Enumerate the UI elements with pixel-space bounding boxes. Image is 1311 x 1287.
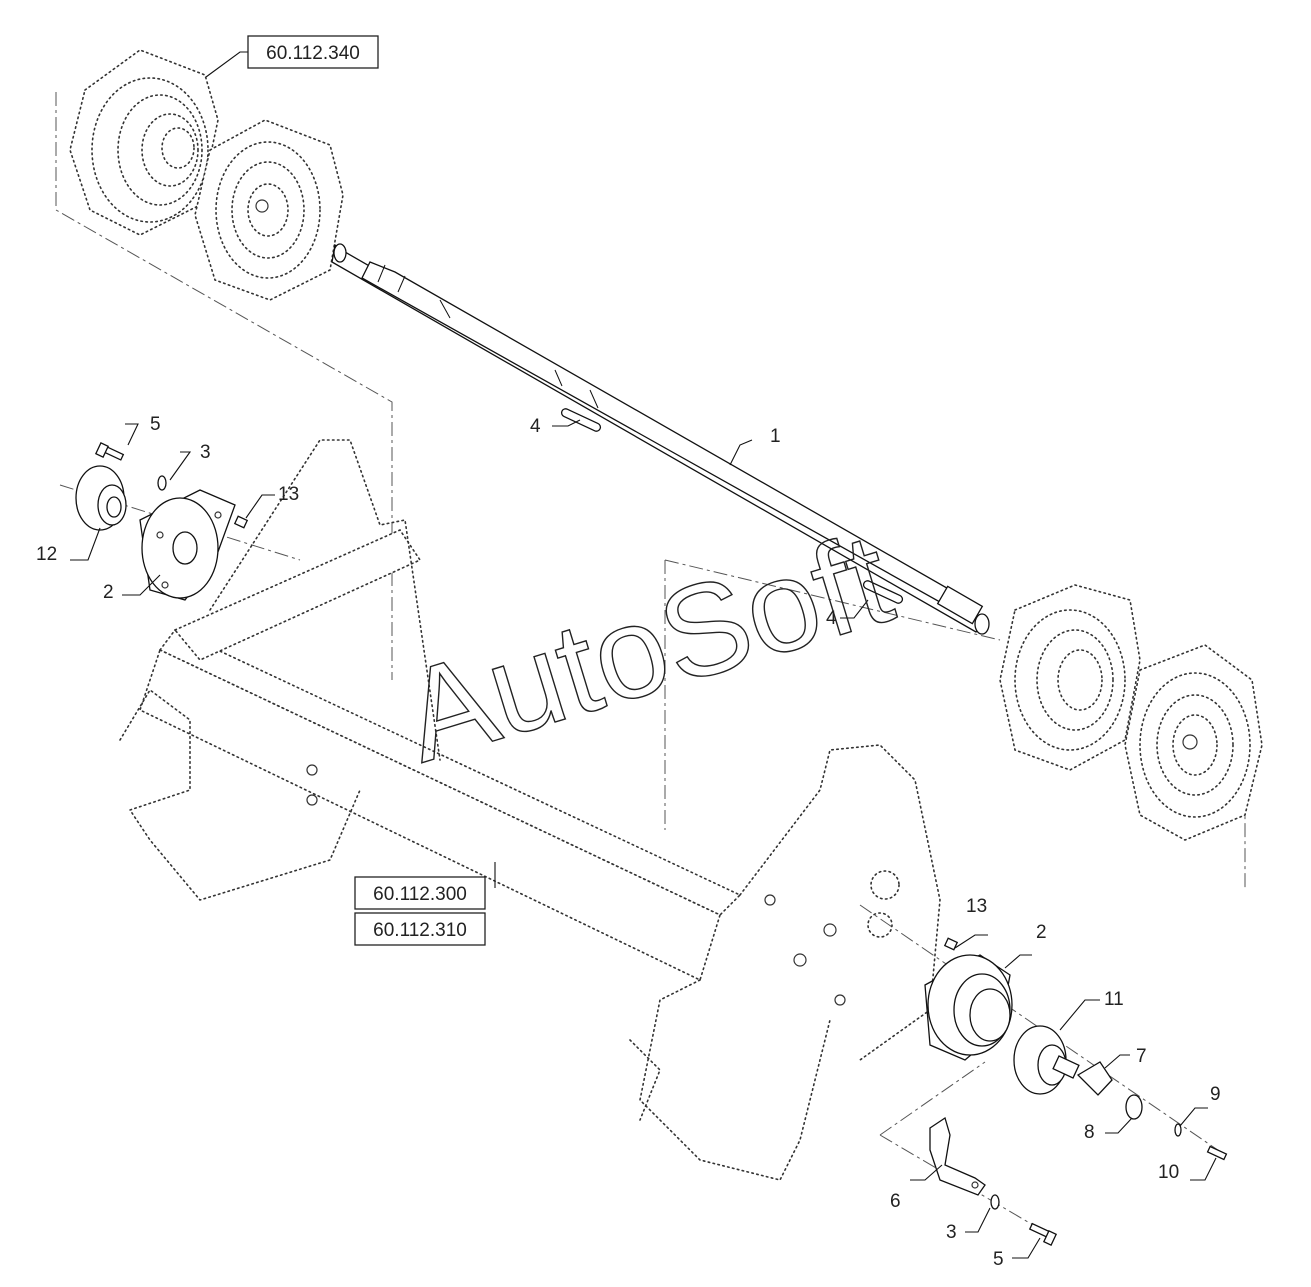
callout-bearing-left[interactable]: 12	[36, 544, 57, 565]
main-frame	[119, 439, 941, 1181]
callout-bearing-housing-right[interactable]: 2	[1036, 922, 1047, 943]
watermark: AutoSoft	[386, 504, 907, 791]
key-left	[560, 408, 602, 432]
ref-label-drive-housing: 60.112.340	[266, 43, 360, 64]
left-washer	[157, 475, 167, 491]
ref-label-frame-a: 60.112.300	[373, 884, 467, 905]
ref-box-drive-housing[interactable]: 60.112.340	[247, 35, 379, 69]
leader-lines	[70, 51, 1217, 1259]
callout-shaft[interactable]: 1	[770, 426, 781, 447]
top-drive-housing	[69, 49, 344, 301]
clip	[1076, 1061, 1113, 1096]
main-shaft	[331, 243, 990, 635]
callout-washer-lower[interactable]: 3	[946, 1222, 957, 1243]
right-bearing	[1013, 1025, 1080, 1095]
callout-bolt-10[interactable]: 10	[1158, 1162, 1179, 1183]
right-housings	[999, 584, 1263, 841]
right-bearing-housing	[924, 954, 1013, 1061]
bolt-10	[1206, 1145, 1228, 1161]
ref-label-frame-b: 60.112.310	[373, 920, 467, 941]
callout-bolt-left[interactable]: 5	[150, 414, 161, 435]
callout-key-left[interactable]: 4	[530, 416, 541, 437]
callout-clip[interactable]: 7	[1136, 1046, 1147, 1067]
callout-fitting-left[interactable]: 13	[278, 484, 299, 505]
callout-washer-9[interactable]: 9	[1210, 1084, 1221, 1105]
callout-bearing-right[interactable]: 11	[1104, 989, 1124, 1010]
callout-bolt-lower[interactable]: 5	[993, 1249, 1004, 1270]
washer-9	[1174, 1123, 1182, 1137]
right-fitting	[943, 937, 959, 951]
left-fitting	[233, 515, 249, 529]
left-bearing	[75, 465, 127, 531]
callout-fitting-right[interactable]: 13	[966, 896, 987, 917]
lower-washer	[990, 1194, 1000, 1210]
key-right	[862, 580, 904, 604]
ref-box-frame-b[interactable]: 60.112.310	[354, 912, 486, 946]
watermark-text: AutoSoft	[387, 504, 907, 789]
callout-washer-8[interactable]: 8	[1084, 1122, 1095, 1143]
ref-box-frame-a[interactable]: 60.112.300	[354, 876, 486, 910]
washer-8	[1125, 1094, 1143, 1120]
callout-numbers: 1 2 2 3 3 4 4 5 5 6 7 8 9 10 11 12 13 13	[36, 414, 1221, 1270]
callout-bracket[interactable]: 6	[890, 1191, 901, 1212]
lower-bolt	[1028, 1222, 1058, 1246]
callout-washer-left[interactable]: 3	[200, 442, 211, 463]
bracket	[929, 1116, 986, 1196]
left-bolt	[94, 442, 125, 461]
callout-bearing-housing-left[interactable]: 2	[103, 582, 114, 603]
callout-key-right[interactable]: 4	[826, 608, 837, 629]
left-bearing-housing	[139, 489, 236, 601]
